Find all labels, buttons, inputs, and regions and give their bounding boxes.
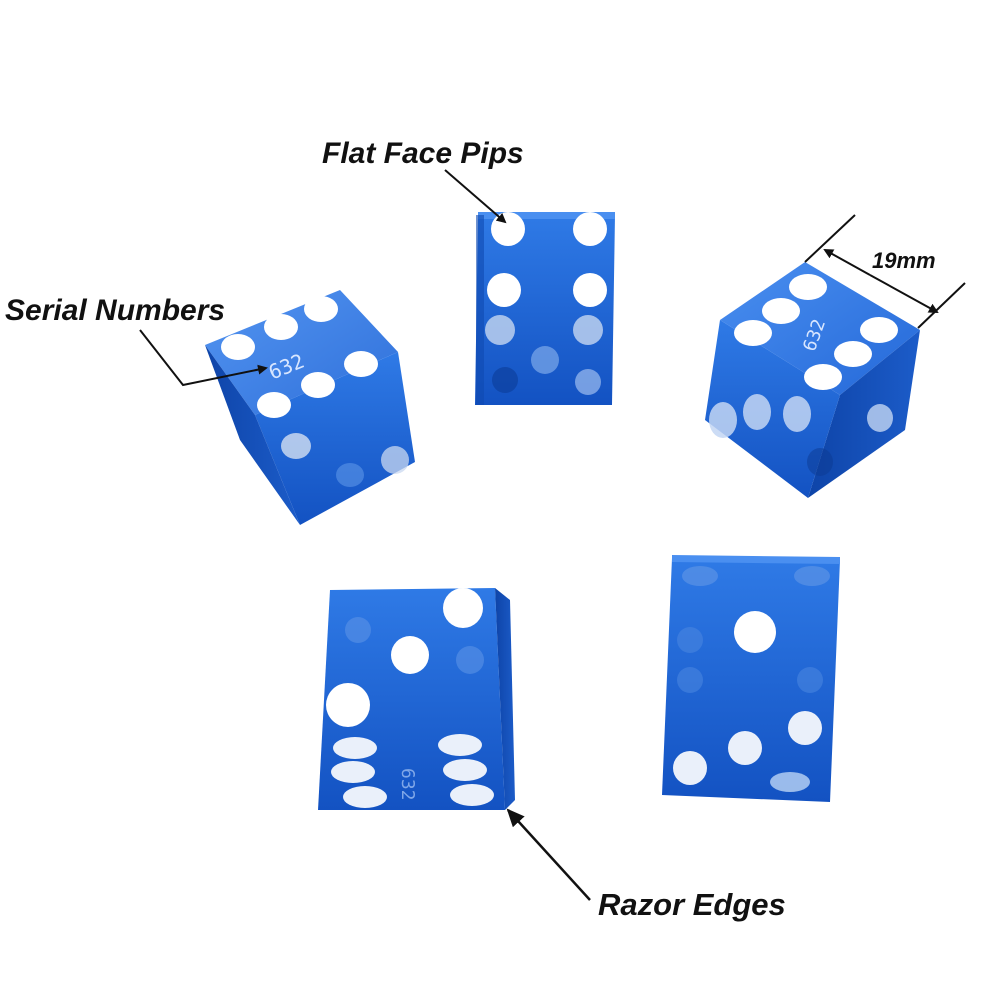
pip <box>575 369 601 395</box>
pip <box>281 433 311 459</box>
serial-numbers-label: Serial Numbers <box>5 294 225 327</box>
pip <box>487 273 521 307</box>
razor-edges-label: Razor Edges <box>598 887 786 922</box>
pip <box>677 667 703 693</box>
pip <box>257 392 291 418</box>
pip <box>743 394 771 430</box>
die-top-center-edge <box>476 215 484 405</box>
pip <box>336 463 364 487</box>
flat-face-pips-label: Flat Face Pips <box>322 137 524 170</box>
pip <box>770 772 810 792</box>
die-bottom-right <box>662 555 840 802</box>
pip <box>492 367 518 393</box>
pip <box>531 346 559 374</box>
dimension-label: 19mm <box>872 248 936 273</box>
annotation-dimension: 19mm <box>804 214 966 329</box>
pip <box>682 566 718 586</box>
pip <box>734 611 776 653</box>
dimension-extension-line-left <box>804 214 856 263</box>
pip <box>573 315 603 345</box>
pip <box>301 372 335 398</box>
pip <box>438 734 482 756</box>
pip <box>709 402 737 438</box>
die-bottom-right-top-edge <box>672 555 840 564</box>
pip <box>381 446 409 474</box>
die-top-left: 632 <box>205 290 415 525</box>
pip <box>797 667 823 693</box>
pip <box>573 273 607 307</box>
flat-face-pips-arrow <box>444 169 507 224</box>
pip <box>491 212 525 246</box>
dimension-extension-line-right <box>917 282 966 329</box>
pip <box>867 404 893 432</box>
pip <box>573 212 607 246</box>
die-top-right-top-face <box>720 262 920 395</box>
pip <box>221 334 255 360</box>
pip <box>443 759 487 781</box>
dimension-arrow-start <box>823 249 871 276</box>
annotation-serial-numbers: Serial Numbers <box>5 294 268 387</box>
dimension-arrow-end <box>869 274 939 313</box>
die-top-center <box>475 212 615 405</box>
pip <box>860 317 898 343</box>
die-bottom-left-side-face <box>495 588 515 810</box>
serial-number-die-bottom-left: 632 <box>397 768 418 801</box>
pip <box>734 320 772 346</box>
pip <box>264 314 298 340</box>
pip <box>333 737 377 759</box>
pip <box>788 711 822 745</box>
die-top-right: 632 <box>705 262 920 498</box>
pip <box>485 315 515 345</box>
pip <box>456 646 484 674</box>
razor-edges-arrow <box>506 808 591 901</box>
die-top-right-front-face <box>808 330 920 498</box>
pip <box>677 627 703 653</box>
die-top-left-side-face <box>205 345 300 525</box>
pip <box>762 298 800 324</box>
pip <box>673 751 707 785</box>
pip <box>789 274 827 300</box>
pip <box>794 566 830 586</box>
pip <box>728 731 762 765</box>
pip <box>783 396 811 432</box>
pip <box>834 341 872 367</box>
pip <box>450 784 494 806</box>
die-bottom-left: 632 <box>318 588 515 810</box>
serial-numbers-arrow <box>139 329 268 387</box>
pip <box>807 448 833 476</box>
pip <box>391 636 429 674</box>
pip <box>343 786 387 808</box>
die-top-left-front-face <box>255 352 415 525</box>
annotation-flat-face-pips: Flat Face Pips <box>322 137 524 224</box>
die-top-right-side-face <box>705 320 840 498</box>
die-top-left-top-face <box>205 290 398 415</box>
annotation-razor-edges: Razor Edges <box>506 808 786 922</box>
pip <box>345 617 371 643</box>
pip <box>331 761 375 783</box>
pip <box>443 588 483 628</box>
die-top-center-front-face <box>475 215 615 405</box>
pip <box>304 296 338 322</box>
pip <box>344 351 378 377</box>
pip <box>804 364 842 390</box>
pip <box>326 683 370 727</box>
